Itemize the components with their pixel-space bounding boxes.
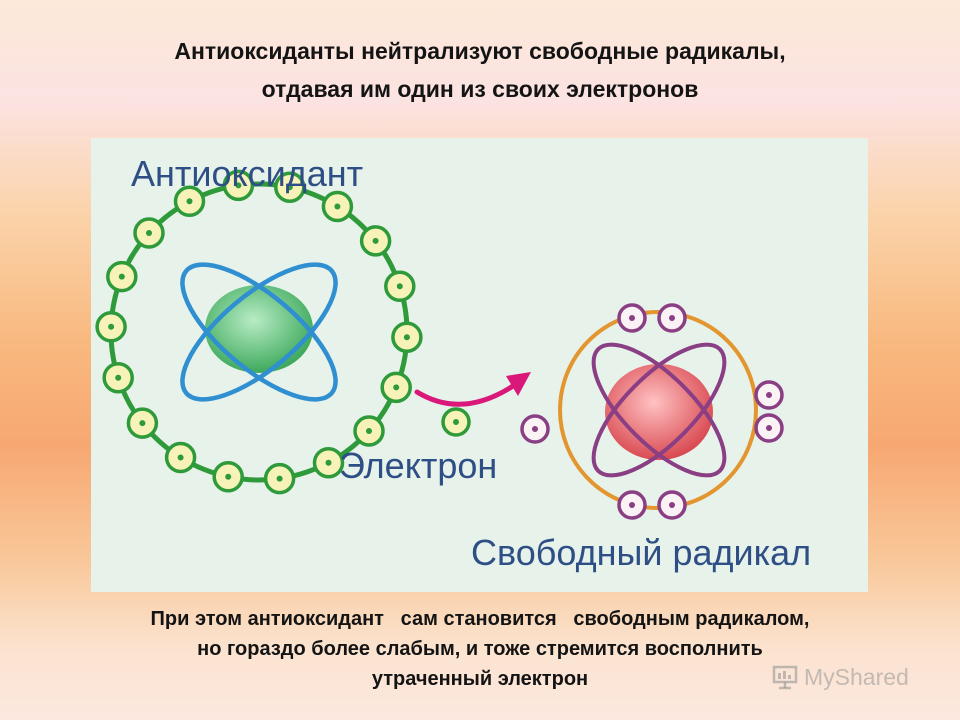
- antioxidant-diagram: Антиоксидант Электрон Свободный радикал: [95, 153, 811, 573]
- electron: [212, 461, 244, 493]
- electron: [380, 371, 412, 404]
- watermark-text: MyShared: [804, 663, 909, 690]
- electron: [126, 407, 159, 439]
- electron: [133, 217, 165, 249]
- electron-label: Электрон: [339, 445, 497, 486]
- free-radical-orbit-1: [591, 342, 727, 478]
- electron: [754, 380, 784, 410]
- free-radical-orbit-2: [591, 342, 727, 478]
- caption-line-2: но гораздо более слабым, и тоже стремитс…: [197, 638, 763, 660]
- free-radical-nucleus: [605, 364, 713, 460]
- electron: [173, 185, 206, 218]
- antioxidant-orbit-1: [180, 262, 338, 402]
- electron: [657, 490, 687, 520]
- electron: [617, 303, 647, 333]
- electron: [384, 270, 416, 303]
- antioxidant-nucleus: [205, 285, 313, 373]
- antioxidant-atom: [95, 169, 423, 495]
- electron: [222, 169, 255, 202]
- antioxidant-electrons: [95, 169, 423, 495]
- electron: [164, 441, 197, 474]
- electron: [321, 190, 354, 223]
- free-radical-atom: [520, 303, 784, 520]
- electron: [106, 260, 138, 293]
- page-title: Антиоксиданты нейтрализуют свободные рад…: [0, 32, 960, 108]
- electron: [657, 303, 687, 333]
- electron: [359, 225, 392, 257]
- electron: [102, 361, 134, 394]
- diagram-panel: Антиоксидант Электрон Свободный радикал: [91, 138, 868, 592]
- free-radical-label: Свободный радикал: [471, 532, 811, 573]
- bottom-caption: При этом антиоксидант сам становится сво…: [0, 604, 960, 694]
- electron: [520, 414, 550, 444]
- electron-transfer-arrow: [414, 372, 531, 407]
- transferred-electron: [441, 407, 471, 437]
- electron: [391, 321, 423, 353]
- presentation-icon: [772, 665, 798, 690]
- electron: [353, 415, 385, 447]
- caption-line-1: При этом антиоксидант сам становится сво…: [150, 608, 810, 630]
- caption-line-3: утраченный электрон: [371, 668, 589, 690]
- title-line-2: отдавая им один из своих электронов: [261, 76, 699, 102]
- electron: [263, 462, 296, 495]
- free-radical-electrons: [520, 303, 784, 520]
- electron: [312, 446, 345, 479]
- antioxidant-orbit-2: [180, 262, 338, 402]
- electron: [754, 413, 784, 443]
- antioxidant-label: Антиоксидант: [131, 153, 363, 194]
- watermark: MyShared: [772, 662, 942, 692]
- electron: [274, 171, 306, 203]
- electron: [617, 490, 647, 520]
- title-line-1: Антиоксиданты нейтрализуют свободные рад…: [174, 38, 786, 64]
- electron: [95, 311, 127, 343]
